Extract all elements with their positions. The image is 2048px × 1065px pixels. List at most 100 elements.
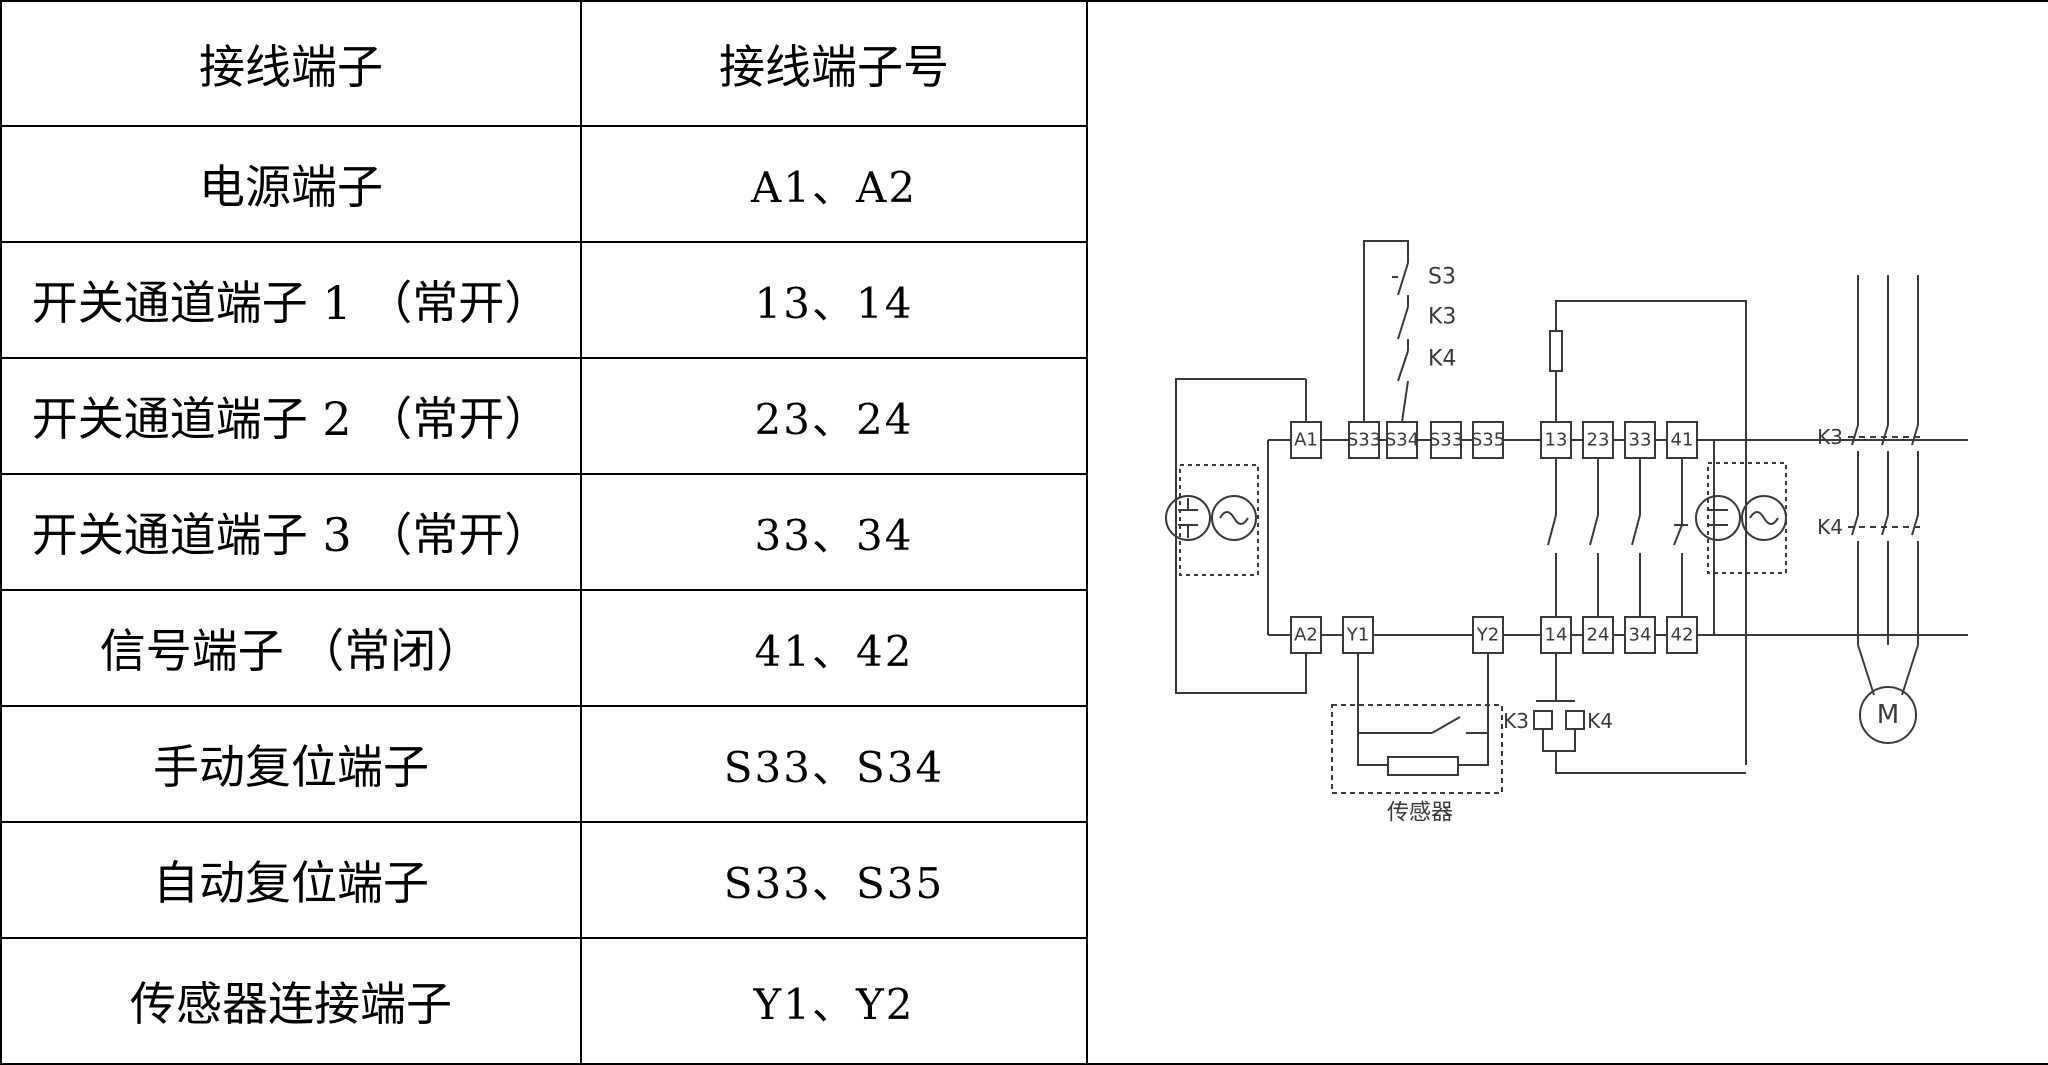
terminal-box <box>1290 421 1322 459</box>
terminal-box <box>1430 421 1462 459</box>
terminal-box <box>1666 616 1698 654</box>
motor-contact-k3-icon <box>1851 424 1859 446</box>
ac-wave-icon <box>1219 511 1249 525</box>
terminal-name: 电源端子 <box>0 125 582 243</box>
terminal-box <box>1290 616 1322 654</box>
motor-contact-label-k3: K3 <box>1817 425 1843 449</box>
switch-k3-icon <box>1397 306 1409 340</box>
ac-source-icon <box>1211 495 1257 541</box>
terminal-name: 传感器连接端子 <box>0 937 582 1065</box>
table-row: 开关通道端子 2 （常开） 23、24 <box>0 357 2048 475</box>
motor-contact-label-k4: K4 <box>1817 515 1843 539</box>
sensor-box <box>1331 704 1503 794</box>
terminal-label: S34 <box>1385 430 1419 451</box>
table-row: 自动复位端子 S33、S35 <box>0 821 2048 939</box>
motor-contact-k4-icon <box>1851 514 1859 536</box>
table-row: 开关通道端子 1 （常开） 13、14 <box>0 241 2048 359</box>
ac-source-icon <box>1741 495 1787 541</box>
switch-label-s3: S3 <box>1428 265 1456 290</box>
wire <box>1542 729 1576 752</box>
header-terminal-number: 接线端子号 <box>580 0 1088 127</box>
wire <box>1555 751 1746 774</box>
terminal-label: 23 <box>1587 430 1610 451</box>
wire <box>1555 300 1747 765</box>
terminal-code: Y1、Y2 <box>580 937 1088 1065</box>
terminal-name: 信号端子 （常闭） <box>0 589 582 707</box>
terminal-code: 41、42 <box>580 589 1088 707</box>
relay-contact-icon <box>1631 514 1641 546</box>
table-row: 传感器连接端子 Y1、Y2 <box>0 937 2048 1065</box>
switch-s3-icon <box>1397 262 1409 296</box>
sensor-resistor-icon <box>1387 756 1459 776</box>
relay-contact-icon <box>1589 514 1599 546</box>
terminal-label: Y2 <box>1476 625 1499 646</box>
wire <box>1901 644 1919 696</box>
sensor-label: 传感器 <box>1387 801 1453 826</box>
wire <box>1363 240 1409 422</box>
terminal-box <box>1386 421 1418 459</box>
terminal-label: S33 <box>1429 430 1463 451</box>
wire <box>1401 380 1409 423</box>
switch-label-k3: K3 <box>1428 305 1456 330</box>
terminal-code: 33、34 <box>580 473 1088 591</box>
terminal-code: S33、S35 <box>580 821 1088 939</box>
sensor-switch-icon <box>1431 716 1461 734</box>
terminal-code: 23、24 <box>580 357 1088 475</box>
coil-label-k3: K3 <box>1503 709 1529 733</box>
terminal-label: 42 <box>1671 625 1694 646</box>
table-row: 开关通道端子 3 （常开） 33、34 <box>0 473 2048 591</box>
motor-icon <box>1859 686 1917 744</box>
terminal-name: 开关通道端子 3 （常开） <box>0 473 582 591</box>
terminal-label: 41 <box>1671 430 1694 451</box>
terminal-code: S33、S34 <box>580 705 1088 823</box>
motor-label: M <box>1877 700 1899 730</box>
table-row: 手动复位端子 S33、S34 <box>0 705 2048 823</box>
coil-k4-icon <box>1565 710 1585 730</box>
table-row: 电源端子 A1、A2 <box>0 125 2048 243</box>
coil-k3-icon <box>1533 710 1553 730</box>
motor-contact-k4-icon <box>1881 514 1889 536</box>
terminal-label: A1 <box>1294 430 1318 451</box>
ac-wave-icon <box>1749 511 1779 525</box>
header-terminal: 接线端子 <box>0 0 582 127</box>
terminal-box <box>1472 616 1504 654</box>
terminal-label: S33 <box>1347 430 1381 451</box>
wire <box>1357 653 1489 766</box>
power-supply-box <box>1179 464 1259 576</box>
terminal-label: 14 <box>1545 625 1568 646</box>
motor-contact-k4-icon <box>1911 514 1919 536</box>
terminal-box <box>1540 421 1572 459</box>
wire <box>1857 644 1875 696</box>
switch-label-k4: K4 <box>1428 347 1456 372</box>
terminal-label: A2 <box>1294 625 1318 646</box>
terminal-name: 开关通道端子 2 （常开） <box>0 357 582 475</box>
wire <box>1536 653 1557 702</box>
terminal-box <box>1472 421 1504 459</box>
fuse-icon <box>1549 330 1563 372</box>
terminal-box <box>1582 616 1614 654</box>
terminal-label: 33 <box>1629 430 1652 451</box>
wire <box>1175 378 1307 694</box>
switch-k4-icon <box>1397 350 1409 382</box>
coil-label-k4: K4 <box>1587 709 1613 733</box>
terminal-label: 34 <box>1629 625 1652 646</box>
terminal-name: 自动复位端子 <box>0 821 582 939</box>
terminal-code: A1、A2 <box>580 125 1088 243</box>
terminal-name: 开关通道端子 1 （常开） <box>0 241 582 359</box>
terminal-label: 13 <box>1545 430 1568 451</box>
terminal-label: 24 <box>1587 625 1610 646</box>
terminal-code: 13、14 <box>580 241 1088 359</box>
motor-contact-k3-icon <box>1911 424 1919 446</box>
terminal-label: S35 <box>1471 430 1505 451</box>
dc-source-icon <box>1165 495 1211 541</box>
terminal-box <box>1540 616 1572 654</box>
motor-contact-k3-icon <box>1881 424 1889 446</box>
table-row: 信号端子 （常闭） 41、42 <box>0 589 2048 707</box>
dc-source-icon <box>1695 495 1741 541</box>
terminal-name: 手动复位端子 <box>0 705 582 823</box>
power-supply-box-right <box>1707 462 1787 574</box>
